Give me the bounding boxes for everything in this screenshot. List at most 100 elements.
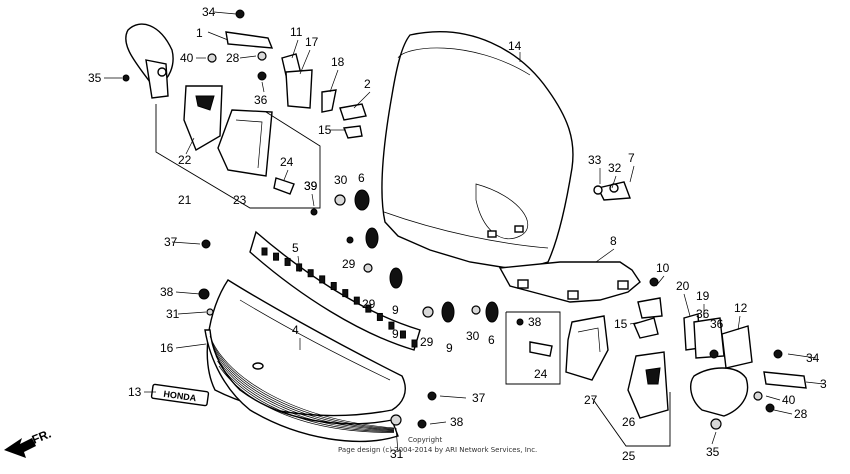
leader-line <box>171 241 201 245</box>
callout-35[interactable]: 35 <box>706 445 720 459</box>
callout-14[interactable]: 14 <box>508 39 522 53</box>
callout-36[interactable]: 36 <box>710 317 724 331</box>
leader-line <box>213 11 237 15</box>
callout-39[interactable]: 39 <box>304 179 318 193</box>
leader-line <box>429 421 447 425</box>
callout-12[interactable]: 12 <box>734 301 748 315</box>
callout-28[interactable]: 28 <box>226 51 240 65</box>
callout-26[interactable]: 26 <box>622 415 636 429</box>
callout-24[interactable]: 24 <box>280 155 294 169</box>
leader-line <box>177 311 207 315</box>
grille-slat <box>218 365 395 433</box>
callout-2[interactable]: 2 <box>364 77 371 91</box>
leader-line <box>297 255 301 273</box>
leader-line <box>629 321 641 325</box>
callout-37[interactable]: 37 <box>472 391 486 405</box>
callout-17[interactable]: 17 <box>305 35 319 49</box>
callout-38[interactable]: 38 <box>160 285 174 299</box>
callout-39[interactable]: 39 <box>304 179 318 193</box>
callout-28[interactable]: 28 <box>794 407 808 421</box>
left-mirror[interactable] <box>125 23 273 177</box>
callout-6[interactable]: 6 <box>488 333 495 347</box>
strip-clip <box>284 257 291 266</box>
strip-clip <box>376 312 383 321</box>
leader-line <box>207 31 229 41</box>
emblem-text: HONDA <box>163 389 198 404</box>
callout-35[interactable]: 35 <box>88 71 102 85</box>
copyright-title: Copyright <box>408 436 443 444</box>
strip-clip <box>411 339 418 348</box>
callout-31[interactable]: 31 <box>390 447 404 461</box>
callout-3[interactable]: 3 <box>820 377 827 391</box>
callout-1[interactable]: 1 <box>196 26 203 40</box>
callout-4[interactable]: 4 <box>292 323 299 337</box>
callout-5[interactable]: 5 <box>292 241 299 255</box>
callout-29[interactable]: 29 <box>362 297 376 311</box>
strip-clip <box>388 321 395 330</box>
callout-34[interactable]: 34 <box>806 351 820 365</box>
right-mirror[interactable] <box>565 315 749 419</box>
callout-10[interactable]: 10 <box>656 261 670 275</box>
callout-numbers: 34 1 40 28 35 36 11 17 18 2 15 22 21 23 … <box>88 5 827 463</box>
leader-line <box>175 291 201 295</box>
callout-18[interactable]: 18 <box>331 55 345 69</box>
callout-7[interactable]: 7 <box>628 151 635 165</box>
leader-line <box>655 275 665 287</box>
callout-9[interactable]: 9 <box>446 341 453 355</box>
callout-25[interactable]: 25 <box>622 449 636 463</box>
strip-clip <box>330 282 337 291</box>
callout-27[interactable]: 27 <box>584 393 598 407</box>
callout-13[interactable]: 13 <box>128 385 142 399</box>
callout-30[interactable]: 30 <box>466 329 480 343</box>
callout-37[interactable]: 37 <box>164 235 178 249</box>
callout-6[interactable]: 6 <box>358 171 365 185</box>
leader-line <box>283 169 289 181</box>
leader-line <box>261 81 265 93</box>
callout-9[interactable]: 9 <box>392 327 399 341</box>
leader-line <box>595 248 615 263</box>
callout-20[interactable]: 20 <box>676 279 690 293</box>
callout-31[interactable]: 31 <box>166 307 180 321</box>
leader-line <box>291 39 299 59</box>
windshield-garnish[interactable] <box>498 261 641 303</box>
front-arrow-label: FR. <box>30 427 53 447</box>
callout-21[interactable]: 21 <box>178 193 192 207</box>
callout-22[interactable]: 22 <box>178 153 192 167</box>
grille-slat <box>214 350 395 431</box>
honda-emblem[interactable]: HONDA <box>150 383 210 407</box>
small-parts <box>225 31 807 389</box>
callout-38[interactable]: 38 <box>450 415 464 429</box>
callout-15[interactable]: 15 <box>614 317 628 331</box>
callout-32[interactable]: 32 <box>608 161 622 175</box>
leader-line <box>711 431 717 445</box>
callout-23[interactable]: 23 <box>233 193 247 207</box>
callout-11[interactable]: 11 <box>290 25 303 39</box>
strip-clip <box>273 252 280 261</box>
callout-29[interactable]: 29 <box>342 257 356 271</box>
callout-38[interactable]: 38 <box>528 315 542 329</box>
callout-24[interactable]: 24 <box>534 367 548 381</box>
callout-29[interactable]: 29 <box>420 335 434 349</box>
callout-9[interactable]: 9 <box>392 303 399 317</box>
callout-15[interactable]: 15 <box>318 123 332 137</box>
callout-33[interactable]: 33 <box>588 153 602 167</box>
callout-36[interactable]: 36 <box>696 307 710 321</box>
strip-clip <box>319 275 326 284</box>
windshield[interactable] <box>381 31 574 271</box>
leader-line <box>683 293 691 317</box>
strip-clip <box>365 304 372 313</box>
leader-line <box>329 69 339 93</box>
callout-40[interactable]: 40 <box>180 51 194 65</box>
front-fairing[interactable] <box>206 279 406 417</box>
callout-8[interactable]: 8 <box>610 234 617 248</box>
front-grille[interactable] <box>204 329 399 443</box>
callout-19[interactable]: 19 <box>696 289 710 303</box>
callout-36[interactable]: 36 <box>254 93 268 107</box>
callout-34[interactable]: 34 <box>202 5 216 19</box>
grille-slat <box>209 335 395 429</box>
callout-16[interactable]: 16 <box>160 341 174 355</box>
callout-40[interactable]: 40 <box>782 393 796 407</box>
callout-30[interactable]: 30 <box>334 173 348 187</box>
